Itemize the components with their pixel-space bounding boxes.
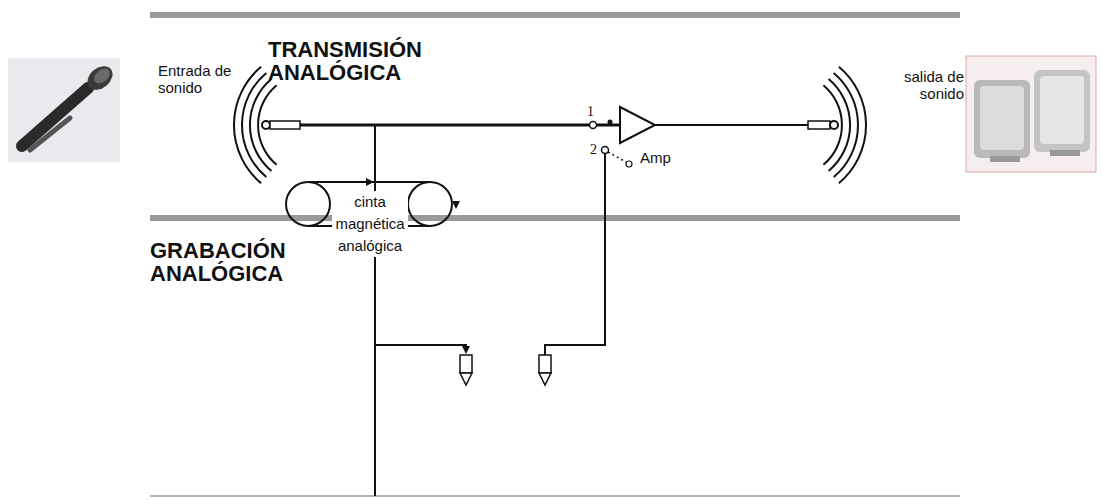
tape-reel (408, 182, 452, 226)
tape-direction (366, 178, 374, 186)
section-line (150, 495, 960, 497)
amplifier-symbol (620, 107, 655, 143)
io-label: salida de sonido (896, 68, 964, 102)
microphone-picture (8, 58, 120, 162)
section-title: TRANSMISIÓN ANALÓGICA (268, 38, 468, 84)
tape-reel (286, 182, 330, 226)
signal-wire (300, 125, 605, 496)
output-port (830, 121, 838, 129)
sound-waves-out (823, 67, 866, 183)
signal-wire (655, 124, 808, 126)
output-plug (808, 121, 830, 129)
tape-head (460, 355, 551, 385)
tape-loop: cinta magnética analógica (280, 177, 460, 272)
section-bar (150, 215, 960, 221)
switch-contact-number: 2 (590, 141, 600, 158)
tape-direction (452, 201, 460, 209)
speakers-picture (966, 56, 1096, 172)
switch-contact-number: 1 (587, 103, 597, 120)
amplifier-label: Amp (640, 149, 680, 166)
section-bar (150, 12, 960, 18)
io-label: Entrada de sonido (158, 62, 240, 96)
tape-label: cinta magnética analógica (332, 191, 408, 257)
section-title: GRABACIÓN ANALÓGICA (150, 239, 320, 285)
section-band: GRABACIÓN ANALÓGICAcinta magnética analó… (150, 221, 960, 496)
input-port (262, 121, 270, 129)
input-plug (270, 121, 300, 129)
section-band: TRANSMISIÓN ANALÓGICA (150, 18, 960, 215)
